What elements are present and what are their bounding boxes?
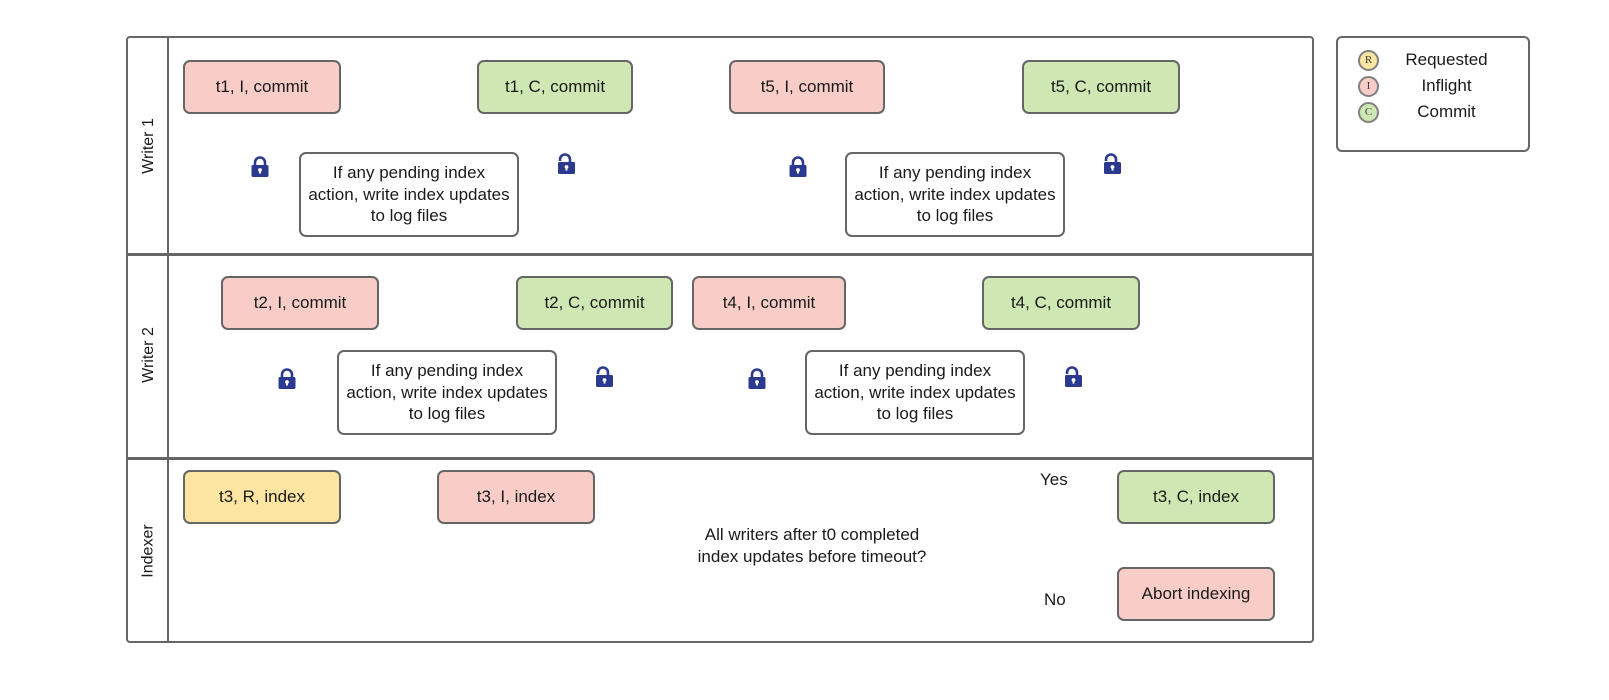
lane-label-indexer: Indexer	[128, 457, 169, 645]
lock-closed-icon	[787, 155, 809, 179]
swimlane-pool: Writer 1 Writer 2 Indexer	[126, 36, 1314, 643]
lock-open-icon	[592, 365, 614, 389]
badge-inflight-icon: I	[1358, 75, 1379, 97]
node-indexer-t3-requested[interactable]: t3, R, index	[183, 470, 341, 524]
legend-item-commit: C Commit	[1338, 99, 1528, 125]
lock-open-icon	[1100, 152, 1122, 176]
legend-label-commit: Commit	[1417, 102, 1476, 121]
lane-separator-1	[128, 253, 1312, 256]
node-w2-t4-inflight[interactable]: t4, I, commit	[692, 276, 846, 330]
lock-closed-icon	[249, 155, 271, 179]
lane-label-writer-2-text: Writer 2	[139, 327, 157, 383]
node-w2-t4-commit[interactable]: t4, C, commit	[982, 276, 1140, 330]
lock-closed-icon	[276, 367, 298, 391]
node-w2-t2-commit[interactable]: t2, C, commit	[516, 276, 673, 330]
lane-separator-2	[128, 457, 1312, 460]
node-w1-process-right[interactable]: If any pending index action, write index…	[845, 152, 1065, 237]
legend-item-requested: R Requested	[1338, 47, 1528, 73]
lane-label-writer-1: Writer 1	[128, 38, 169, 253]
node-w1-t1-inflight[interactable]: t1, I, commit	[183, 60, 341, 114]
lane-label-writer-2: Writer 2	[128, 253, 169, 457]
lane-label-indexer-text: Indexer	[139, 524, 157, 578]
node-indexer-abort[interactable]: Abort indexing	[1117, 567, 1275, 621]
legend: R Requested I Inflight C Commit	[1336, 36, 1530, 152]
edge-label-no: No	[1044, 590, 1066, 609]
lane-label-writer-1-text: Writer 1	[139, 117, 157, 174]
lane-label-column	[128, 38, 169, 641]
node-w1-t5-commit[interactable]: t5, C, commit	[1022, 60, 1180, 114]
node-w1-t1-commit[interactable]: t1, C, commit	[477, 60, 633, 114]
lock-open-icon	[554, 152, 576, 176]
badge-commit-icon: C	[1358, 101, 1379, 123]
badge-requested-icon: R	[1358, 49, 1379, 71]
lock-open-icon	[1061, 365, 1083, 389]
node-indexer-t3-inflight[interactable]: t3, I, index	[437, 470, 595, 524]
node-w2-process-right[interactable]: If any pending index action, write index…	[805, 350, 1025, 435]
node-w1-process-left[interactable]: If any pending index action, write index…	[299, 152, 519, 237]
legend-label-requested: Requested	[1405, 50, 1488, 69]
legend-item-inflight: I Inflight	[1338, 73, 1528, 99]
edge-label-yes: Yes	[1040, 470, 1068, 489]
node-w1-t5-inflight[interactable]: t5, I, commit	[729, 60, 885, 114]
legend-label-inflight: Inflight	[1421, 76, 1472, 95]
node-w2-t2-inflight[interactable]: t2, I, commit	[221, 276, 379, 330]
node-indexer-t3-commit[interactable]: t3, C, index	[1117, 470, 1275, 524]
lock-closed-icon	[746, 367, 768, 391]
node-w2-process-left[interactable]: If any pending index action, write index…	[337, 350, 557, 435]
